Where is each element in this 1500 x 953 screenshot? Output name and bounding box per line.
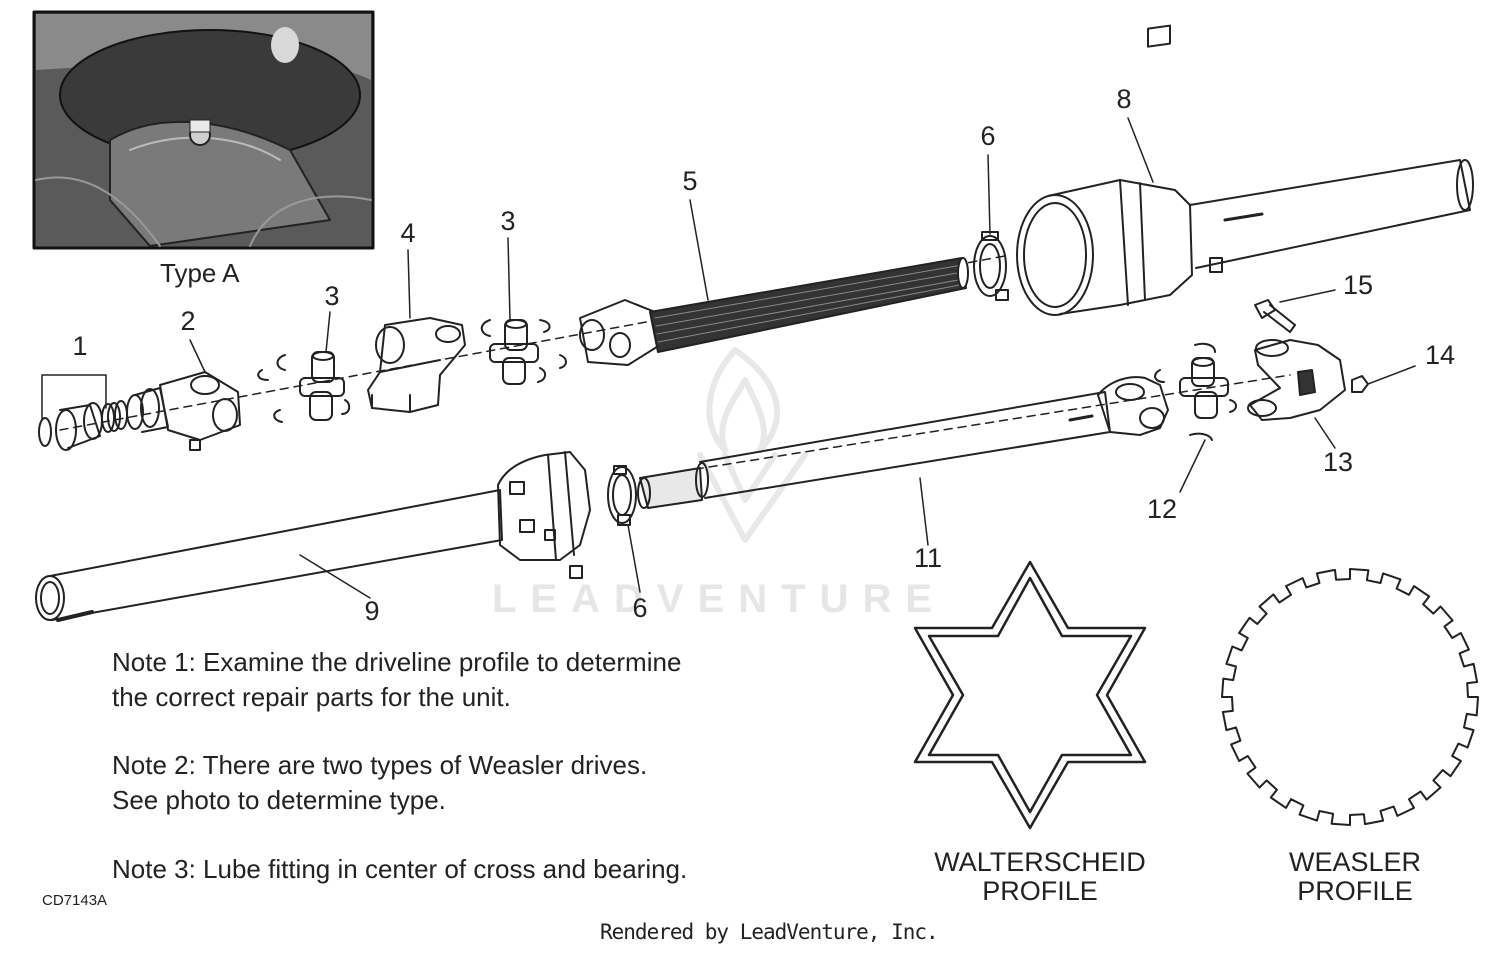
part-5-inner-shaft — [579, 257, 969, 366]
part-1-bearing-rings — [38, 400, 128, 451]
part-13-yoke — [1247, 339, 1346, 421]
walterscheid-profile-shape — [913, 560, 1147, 830]
part-6-lower-leader — [627, 524, 641, 593]
part-11-leader — [919, 477, 929, 546]
part-6-bearing-ring-upper — [973, 231, 1009, 301]
part-4-yoke — [367, 317, 466, 413]
callout-9: 9 — [364, 596, 379, 626]
leadventure-watermark-logo — [697, 347, 808, 543]
part-4-leader — [407, 249, 411, 319]
note-2-line-1: Note 2: There are two types of Weasler d… — [112, 750, 648, 780]
lower-centerline — [639, 374, 1291, 479]
figure-code: CD7143A — [42, 892, 108, 909]
walterscheid-label-line-2: PROFILE — [982, 876, 1098, 906]
part-12-leader — [1179, 439, 1206, 493]
part-3-cross-kit-left — [257, 351, 351, 423]
callout-12: 12 — [1147, 494, 1177, 524]
weasler-label-line-1: WEASLER — [1288, 847, 1422, 877]
weasler-profile-label: WEASLER PROFILE — [1260, 848, 1450, 906]
type-a-photo — [32, 10, 375, 250]
part-15-leader — [1279, 289, 1336, 303]
watermark-text: LEADVENTURE — [492, 577, 947, 621]
part-3-cross-kit-right — [480, 319, 567, 385]
note-1-line-1: Note 1: Examine the driveline profile to… — [112, 647, 682, 677]
callout-13: 13 — [1323, 447, 1353, 477]
callout-8: 8 — [1116, 84, 1131, 114]
part-6-upper-leader — [987, 154, 991, 235]
callout-4: 4 — [400, 218, 415, 248]
weasler-profile-shape — [1221, 568, 1479, 826]
callout-3-right: 3 — [500, 206, 515, 236]
part-13-leader — [1314, 417, 1336, 449]
walterscheid-label-line-1: WALTERSCHEID — [934, 847, 1146, 877]
part-8-leader — [1127, 117, 1154, 183]
note-2: Note 2: There are two types of Weasler d… — [112, 748, 647, 818]
part-9-leader — [299, 554, 371, 599]
part-5-leader — [689, 199, 709, 301]
callout-2: 2 — [180, 306, 195, 336]
footer-credit: Rendered by LeadVenture, Inc. — [600, 920, 939, 944]
part-11-inner-tube — [637, 376, 1169, 509]
callout-15: 15 — [1343, 270, 1373, 300]
part-2-leader — [189, 339, 206, 373]
callout-6-upper: 6 — [980, 121, 995, 151]
note-3-line-1: Note 3: Lube fitting in center of cross … — [112, 854, 688, 884]
callout-1: 1 — [72, 331, 87, 361]
callout-labels: 1 2 3 4 3 5 6 8 15 14 13 12 11 9 6 — [72, 84, 1455, 626]
part-14-nut — [1351, 375, 1369, 393]
part-3-left-leader — [325, 311, 331, 353]
note-1: Note 1: Examine the driveline profile to… — [112, 645, 681, 715]
part-9-outer-tube — [35, 451, 591, 622]
callout-11: 11 — [914, 543, 942, 573]
photo-caption: Type A — [160, 258, 240, 288]
part-1-leader — [41, 374, 107, 421]
part-3-right-leader — [507, 237, 511, 321]
callout-6-lower: 6 — [632, 593, 647, 623]
note-2-line-2: See photo to determine type. — [112, 785, 446, 815]
note-1-line-2: the correct repair parts for the unit. — [112, 682, 511, 712]
callout-14: 14 — [1425, 340, 1455, 370]
part-15-bolt — [1254, 299, 1296, 333]
part-12-cross-kit — [1154, 342, 1237, 441]
callout-5: 5 — [682, 166, 697, 196]
weasler-label-line-2: PROFILE — [1297, 876, 1413, 906]
part-6-bearing-ring-lower — [607, 465, 637, 526]
callout-3-left: 3 — [324, 281, 339, 311]
part-8-outer-guard — [1016, 24, 1474, 316]
part-14-leader — [1367, 365, 1416, 385]
part-2-yoke — [126, 371, 241, 451]
walterscheid-profile-label: WALTERSCHEID PROFILE — [925, 848, 1155, 906]
note-3: Note 3: Lube fitting in center of cross … — [112, 852, 687, 887]
